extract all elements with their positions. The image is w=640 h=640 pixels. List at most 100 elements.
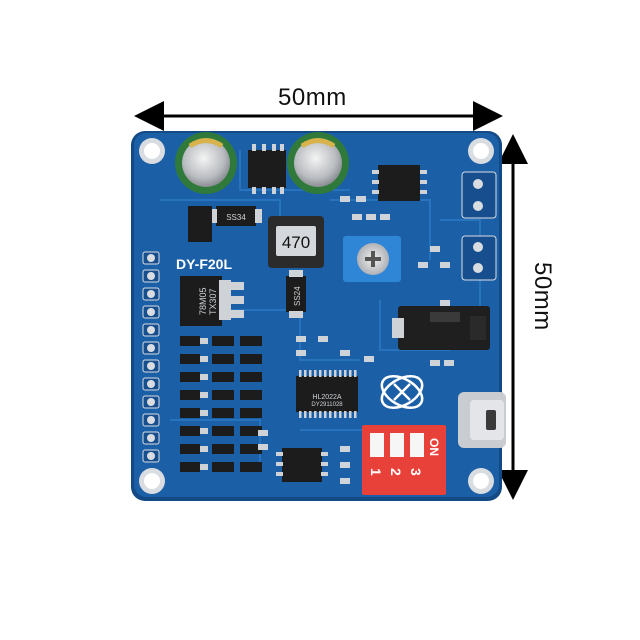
header-pad-hole (147, 416, 155, 424)
ic-pin (309, 370, 312, 377)
resistor (212, 390, 234, 400)
header-pad-hole (147, 380, 155, 388)
resistor (180, 354, 200, 364)
smd-passive (440, 300, 450, 306)
resistor (180, 390, 200, 400)
header-pad-hole (147, 344, 155, 352)
dip-switch-2[interactable] (390, 433, 404, 457)
dip-number-2: 2 (388, 468, 404, 476)
ic-pin (324, 370, 327, 377)
smd-passive (340, 350, 350, 356)
smd-passive (340, 462, 350, 468)
brand-logo (380, 375, 424, 409)
decoder-chip: HL2022A DY2911028 (296, 370, 358, 418)
resistor (180, 444, 200, 454)
ic-pin (329, 411, 332, 418)
resistor (240, 408, 262, 418)
dip-switch[interactable]: ON 1 2 3 (362, 425, 446, 495)
dip-number-3: 3 (408, 468, 424, 476)
resistor-pad (200, 428, 208, 434)
smd-passive (340, 196, 350, 202)
diode-ss24-label: SS24 (293, 286, 302, 306)
resistor (212, 444, 234, 454)
resistor (240, 426, 262, 436)
header-pad-hole (147, 254, 155, 262)
mounting-hole (468, 468, 494, 494)
ic-pin (339, 411, 342, 418)
resistor (240, 462, 262, 472)
resistor-pad (200, 392, 208, 398)
smd-passives (258, 196, 454, 484)
smd-passive (444, 360, 454, 366)
smd-passive (430, 360, 440, 366)
resistor (180, 372, 200, 382)
ic-pin (324, 411, 327, 418)
ic-pin (339, 370, 342, 377)
ic-pin (319, 370, 322, 377)
decoder-chip-label: HL2022A (312, 394, 342, 401)
header-pad-hole (147, 362, 155, 370)
inductor-label: 470 (282, 233, 310, 252)
pcb-board: SS34 470 DY-F20L 78M05 TX307 (131, 131, 506, 501)
resistor (212, 336, 234, 346)
dip-switch-1[interactable] (370, 433, 384, 457)
small-ic (276, 448, 328, 482)
board-model-label: DY-F20L (176, 256, 232, 272)
smd-passive (296, 336, 306, 342)
smd-passive (340, 478, 350, 484)
volume-potentiometer[interactable] (343, 236, 401, 282)
ic-pin (349, 370, 352, 377)
ic-pin (349, 411, 352, 418)
electrolytic-capacitor (175, 132, 237, 194)
mounting-hole (468, 138, 494, 164)
resistor (240, 336, 262, 346)
ic-pin (354, 411, 357, 418)
smd-passive (440, 262, 450, 268)
inductor: 470 (268, 216, 324, 268)
ic-pin (334, 370, 337, 377)
mounting-hole (139, 138, 165, 164)
regulator-label-1: 78M05 (198, 287, 208, 315)
smd-passive (296, 350, 306, 356)
electrolytic-capacitor (287, 132, 349, 194)
audio-jack[interactable] (392, 306, 490, 350)
dip-on-label: ON (427, 438, 441, 456)
resistor-pad (200, 374, 208, 380)
resistor (180, 336, 200, 346)
resistor-pad (200, 410, 208, 416)
dip-switch-3[interactable] (410, 433, 424, 457)
header-pad-hole (147, 290, 155, 298)
smd-passive (352, 214, 362, 220)
smd-passive (418, 262, 428, 268)
header-pad-hole (147, 452, 155, 460)
ic-pin (314, 370, 317, 377)
smd-passive (258, 430, 268, 436)
resistor-pad (200, 356, 208, 362)
diode-ss24: SS24 (286, 270, 306, 318)
ic-pin (304, 411, 307, 418)
resistor (240, 390, 262, 400)
smd-passive (356, 196, 366, 202)
header-pads-left (142, 251, 160, 463)
resistor (212, 408, 234, 418)
ic-pin (344, 370, 347, 377)
resistor (212, 354, 234, 364)
ic-pin (299, 411, 302, 418)
ic-pin (304, 370, 307, 377)
header-pad-hole (147, 272, 155, 280)
header-pad-hole (147, 398, 155, 406)
header-pad-hole (147, 308, 155, 316)
speaker-terminal-pads (461, 171, 497, 281)
resistor (212, 462, 234, 472)
amplifier-chip (248, 144, 286, 194)
resistor (180, 408, 200, 418)
smd-passive (318, 336, 328, 342)
ic-pin (319, 411, 322, 418)
resistor (180, 426, 200, 436)
resistor-pad (200, 446, 208, 452)
resistor (180, 462, 200, 472)
ic-pin (309, 411, 312, 418)
smd-passive (258, 444, 268, 450)
micro-usb-port[interactable] (458, 392, 506, 448)
